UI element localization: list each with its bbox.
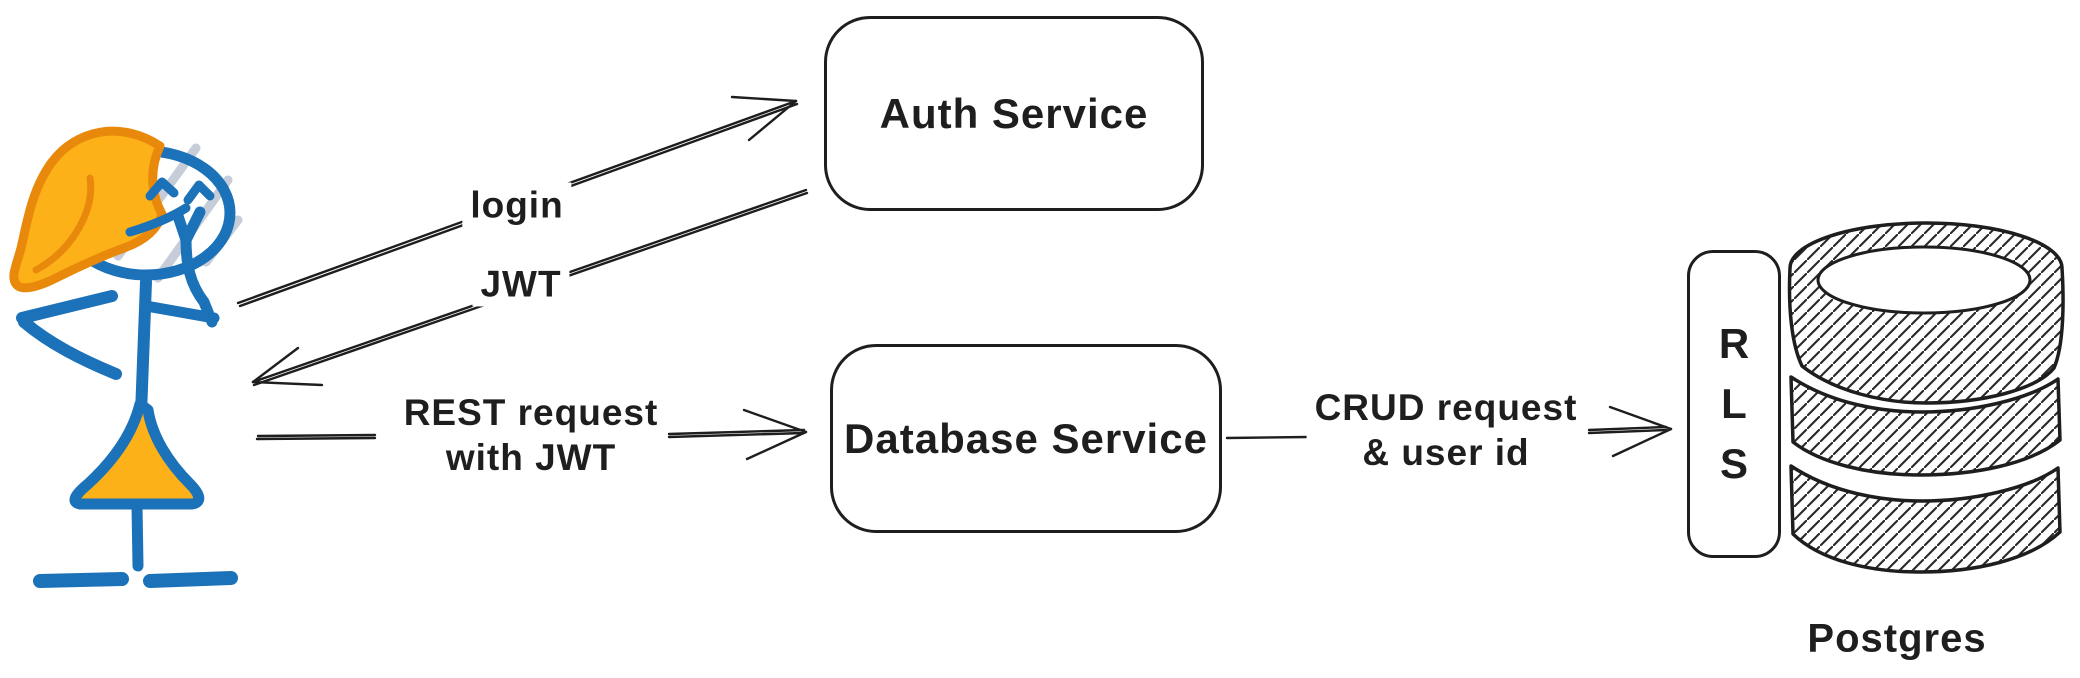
rls-letter-r: R bbox=[1718, 320, 1750, 367]
rest-request-label-line2: with JWT bbox=[445, 437, 617, 478]
postgres-label: Postgres bbox=[1807, 616, 1987, 661]
user-face bbox=[125, 177, 215, 237]
crud-request-arrow bbox=[1225, 405, 1673, 458]
login-label: login bbox=[462, 182, 572, 228]
auth-service-label: Auth Service bbox=[879, 89, 1149, 137]
cylinder-opening bbox=[1816, 245, 2032, 315]
auth-service-box: Auth Service bbox=[824, 16, 1204, 211]
cylinder-middle-band bbox=[1789, 375, 2062, 477]
cylinder-bottom-band bbox=[1789, 464, 2062, 574]
user-feet bbox=[33, 571, 238, 588]
user-left-arm bbox=[16, 290, 122, 380]
crud-request-label: CRUD request & user id bbox=[1306, 384, 1586, 476]
postgres-database-icon bbox=[1787, 221, 2065, 574]
user-hair-curl bbox=[32, 174, 95, 274]
rls-letter-l: L bbox=[1721, 380, 1747, 427]
rls-letter-s: S bbox=[1719, 440, 1748, 487]
user-body bbox=[135, 276, 152, 420]
user-right-arm bbox=[140, 206, 220, 328]
rest-request-label-line1: REST request bbox=[403, 391, 659, 433]
user-person-icon bbox=[9, 126, 243, 588]
database-service-label: Database Service bbox=[844, 414, 1208, 462]
rls-box: R L S bbox=[1687, 250, 1781, 558]
user-dress bbox=[69, 398, 205, 510]
rest-request-label: REST request with JWT bbox=[395, 389, 667, 481]
rest-request-arrow bbox=[255, 408, 808, 461]
crud-request-label-line1: CRUD request bbox=[1314, 386, 1578, 428]
user-leg bbox=[131, 500, 144, 572]
database-service-box: Database Service bbox=[830, 344, 1222, 533]
crud-request-label-line2: & user id bbox=[1362, 432, 1530, 473]
jwt-label: JWT bbox=[472, 261, 570, 307]
